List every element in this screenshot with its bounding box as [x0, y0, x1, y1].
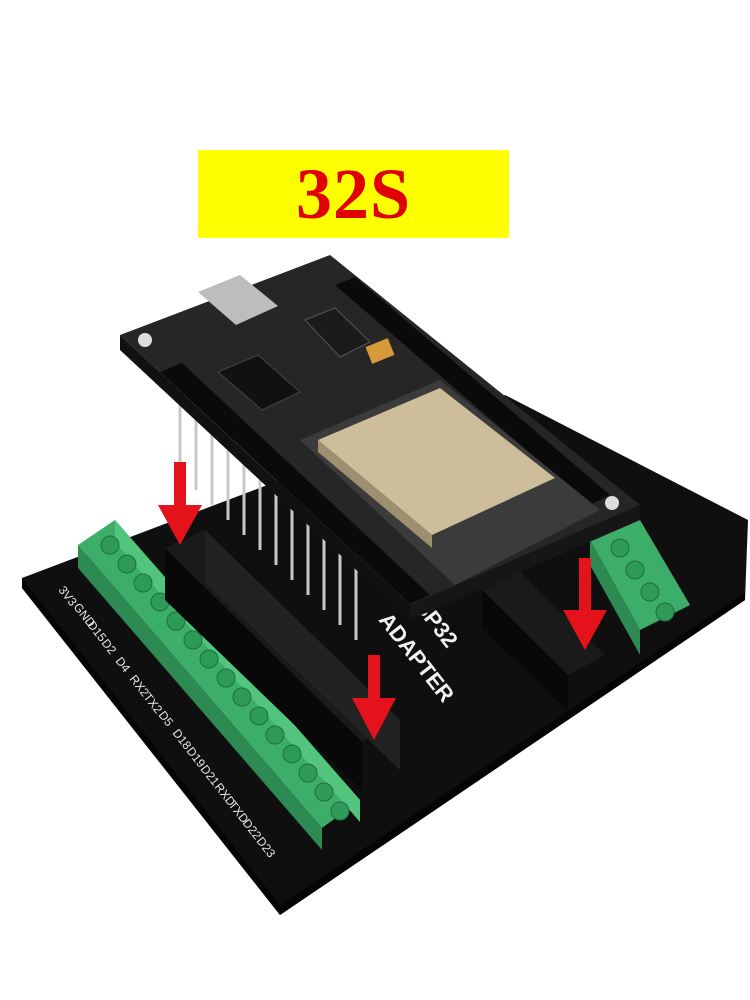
arrow-down-icon — [158, 462, 202, 545]
female-header-right — [482, 572, 605, 712]
arrow-down-icon — [352, 655, 396, 740]
female-header-left — [165, 530, 400, 790]
banner-label: 32S — [295, 154, 412, 234]
arrow-down-icon — [563, 558, 607, 650]
title-banner: 32S — [198, 150, 509, 238]
esp32-devboard — [120, 255, 640, 620]
right-screw-terminal — [590, 520, 690, 655]
